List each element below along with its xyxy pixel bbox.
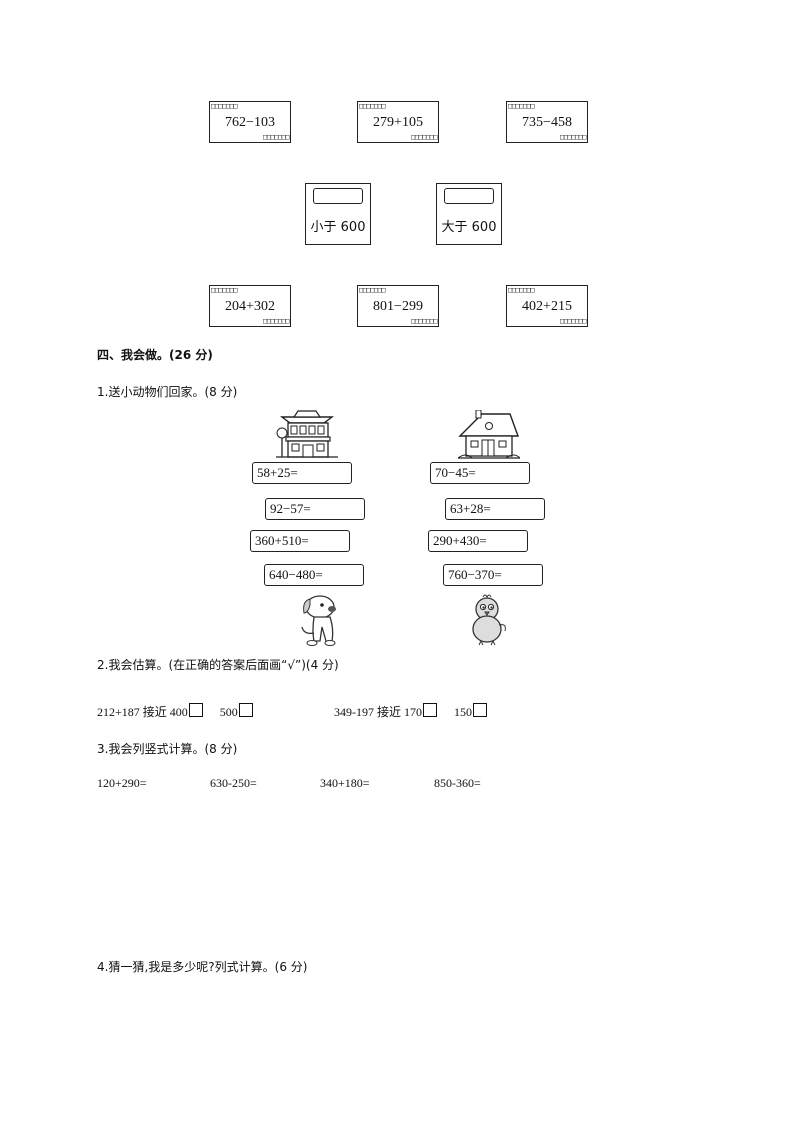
expression-card: □□□□□□□ 402+215 □□□□□□□: [506, 285, 588, 327]
card-dots: □□□□□□□: [359, 102, 386, 110]
sort-bin: 大于 600: [436, 183, 502, 245]
checkbox[interactable]: [238, 703, 253, 717]
card-expression: 762−103: [225, 115, 275, 130]
card-dots: □□□□□□□: [508, 102, 535, 110]
dog-icon: [301, 595, 336, 646]
checkbox[interactable]: [423, 703, 437, 717]
checkbox[interactable]: [473, 703, 487, 717]
estimate-expression: 349-197 接近 170: [334, 705, 422, 719]
question-title: 1.送小动物们回家。(8 分): [97, 385, 238, 399]
vertical-calc-item: 120+290=: [97, 776, 147, 790]
answer-slot[interactable]: [313, 188, 363, 204]
answer-slot[interactable]: [444, 188, 494, 204]
estimate-option: 500: [219, 705, 238, 719]
vertical-calc-item: 850-360=: [434, 776, 481, 790]
expression-card: □□□□□□□ 204+302 □□□□□□□: [209, 285, 291, 327]
expression-card: □□□□□□□ 762−103 □□□□□□□: [209, 101, 291, 143]
answer-box[interactable]: 58+25=: [252, 462, 352, 484]
card-dots: □□□□□□□: [262, 317, 290, 325]
estimate-item: 349-197 接近 170 150: [334, 703, 487, 720]
checkbox[interactable]: [188, 703, 203, 717]
vertical-calc-item: 630-250=: [210, 776, 257, 790]
question-title: 2.我会估算。(在正确的答案后面画“√”)(4 分): [97, 658, 339, 672]
card-dots: □□□□□□□: [211, 286, 238, 294]
card-dots: □□□□□□□: [559, 133, 587, 141]
card-dots: □□□□□□□: [508, 286, 535, 294]
vertical-calc-item: 340+180=: [320, 776, 370, 790]
answer-box[interactable]: 760−370=: [443, 564, 543, 586]
answer-box[interactable]: 290+430=: [428, 530, 528, 552]
answer-box[interactable]: 640−480=: [264, 564, 364, 586]
expression-card: □□□□□□□ 279+105 □□□□□□□: [357, 101, 439, 143]
card-dots: □□□□□□□: [410, 317, 438, 325]
card-dots: □□□□□□□: [359, 286, 386, 294]
estimate-expression: 212+187 接近 400: [97, 705, 188, 719]
answer-box[interactable]: 70−45=: [430, 462, 530, 484]
answer-box[interactable]: 63+28=: [445, 498, 545, 520]
card-dots: □□□□□□□: [410, 133, 438, 141]
card-expression: 204+302: [225, 299, 275, 314]
estimate-item: 212+187 接近 400 500: [97, 703, 253, 720]
card-expression: 735−458: [522, 115, 572, 130]
house-icon: [458, 410, 520, 459]
card-dots: □□□□□□□: [262, 133, 290, 141]
question-title: 4.猜一猜,我是多少呢?列式计算。(6 分): [97, 960, 308, 974]
question-title: 3.我会列竖式计算。(8 分): [97, 742, 238, 756]
answer-box[interactable]: 92−57=: [265, 498, 365, 520]
sort-bin: 小于 600: [305, 183, 371, 245]
card-expression: 402+215: [522, 299, 572, 314]
card-expression: 801−299: [373, 299, 423, 314]
card-dots: □□□□□□□: [211, 102, 238, 110]
expression-card: □□□□□□□ 735−458 □□□□□□□: [506, 101, 588, 143]
expression-card: □□□□□□□ 801−299 □□□□□□□: [357, 285, 439, 327]
card-expression: 279+105: [373, 115, 423, 130]
bin-label: 大于 600: [441, 220, 497, 235]
section-heading: 四、我会做。(26 分): [97, 348, 213, 362]
card-dots: □□□□□□□: [559, 317, 587, 325]
chick-icon: [472, 594, 506, 646]
answer-box[interactable]: 360+510=: [250, 530, 350, 552]
bin-label: 小于 600: [310, 220, 366, 235]
building-icon: [276, 410, 338, 458]
estimate-option: 150: [454, 705, 472, 719]
